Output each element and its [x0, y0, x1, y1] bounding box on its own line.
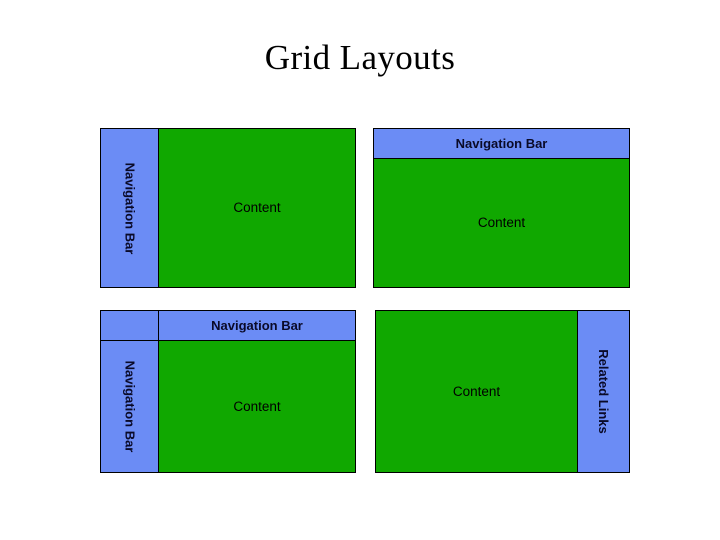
navigation-bar-label: Navigation Bar	[211, 318, 303, 333]
region-navigation-bar-vertical: Navigation Bar	[100, 340, 159, 473]
region-related-links-vertical: Related Links	[577, 310, 630, 473]
navigation-bar-label: Navigation Bar	[122, 360, 137, 453]
navigation-bar-label: Navigation Bar	[455, 136, 548, 151]
diagram-left-nav: Navigation Bar Content	[100, 128, 356, 288]
region-content: Content	[373, 158, 630, 288]
region-content: Content	[158, 128, 356, 288]
content-label: Content	[233, 398, 281, 414]
diagram-top-nav: Navigation Bar Content	[373, 128, 630, 288]
region-corner-blank	[100, 310, 159, 341]
diagram-right-links: Content Related Links	[375, 310, 630, 473]
region-content: Content	[158, 340, 356, 473]
diagram-left-top-nav: Navigation Bar Navigation Bar Content	[100, 310, 356, 473]
region-navigation-bar-horizontal: Navigation Bar	[158, 310, 356, 341]
region-navigation-bar-horizontal: Navigation Bar	[373, 128, 630, 159]
related-links-label: Related Links	[596, 349, 611, 434]
content-label: Content	[477, 215, 526, 231]
navigation-bar-label: Navigation Bar	[122, 162, 137, 254]
content-label: Content	[452, 383, 501, 399]
region-navigation-bar-vertical: Navigation Bar	[100, 128, 159, 288]
region-content: Content	[375, 310, 578, 473]
page-title: Grid Layouts	[264, 38, 456, 77]
content-label: Content	[233, 200, 281, 216]
